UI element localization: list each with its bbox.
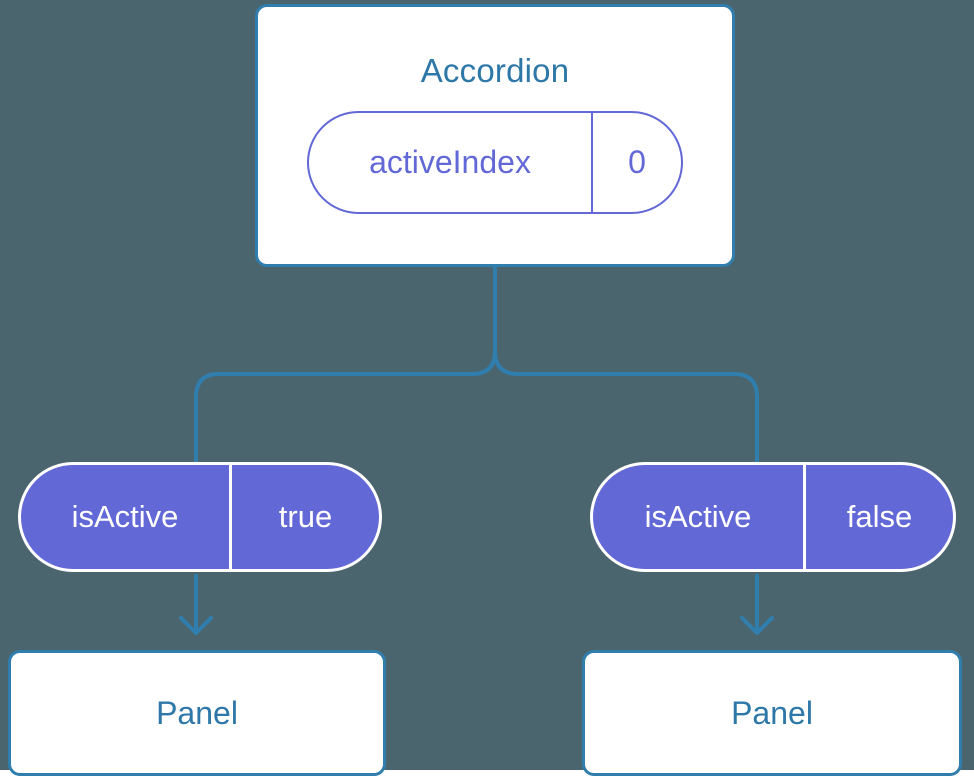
connector-trunk-split <box>194 265 497 464</box>
prop-pill-key: isActive <box>593 465 806 569</box>
state-pill-active-index[interactable]: activeIndex 0 <box>307 111 683 214</box>
prop-pill-value: false <box>846 498 913 534</box>
arrow-down-right <box>740 574 774 635</box>
accordion-title: Accordion <box>420 52 570 89</box>
state-pill-key: activeIndex <box>309 113 593 212</box>
prop-pill-value: true <box>278 498 333 534</box>
panel-title: Panel <box>731 695 813 731</box>
prop-pill-is-active-true[interactable]: isActive true <box>18 462 382 572</box>
accordion-component-card[interactable]: Accordion activeIndex 0 <box>255 4 735 267</box>
panel-card-left[interactable]: Panel <box>8 650 386 776</box>
connector-branch-right <box>493 349 759 464</box>
prop-pill-key: isActive <box>21 465 232 569</box>
state-pill-value: 0 <box>628 143 646 180</box>
arrow-down-left <box>179 574 213 635</box>
prop-pill-is-active-false[interactable]: isActive false <box>590 462 956 572</box>
panel-title: Panel <box>156 695 238 731</box>
panel-card-right[interactable]: Panel <box>582 650 962 776</box>
